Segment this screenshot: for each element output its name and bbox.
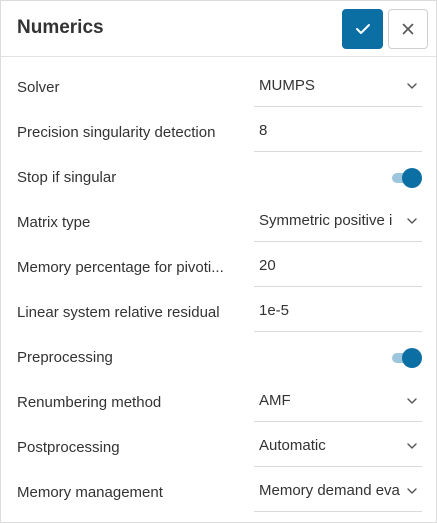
setting-row-solver: Solver MUMPS (1, 65, 436, 110)
field-value: Automatic (259, 437, 326, 454)
field-value: Memory demand eva (259, 482, 400, 499)
select-field[interactable]: Memory demand eva (254, 470, 422, 512)
setting-label: Solver (17, 79, 60, 96)
close-button[interactable] (388, 9, 428, 49)
field-value: Symmetric positive i (259, 212, 393, 229)
setting-row-memory-percentage-for-pivoti: Memory percentage for pivoti... 20 (1, 245, 436, 290)
field-value: 20 (259, 257, 276, 274)
setting-row-linear-system-relative-residual: Linear system relative residual 1e-5 (1, 290, 436, 335)
field-value: AMF (259, 392, 291, 409)
chevron-down-icon (407, 488, 417, 494)
panel-title: Numerics (17, 17, 104, 38)
setting-row-precision-singularity-detection: Precision singularity detection 8 (1, 110, 436, 155)
setting-row-memory-management: Memory management Memory demand eva (1, 470, 436, 515)
select-field[interactable]: AMF (254, 380, 422, 422)
setting-row-preprocessing: Preprocessing (1, 335, 436, 380)
setting-label: Stop if singular (17, 169, 117, 186)
chevron-down-icon (407, 83, 417, 89)
chevron-down-icon (407, 443, 417, 449)
toggle-knob (402, 348, 422, 368)
setting-row-stop-if-singular: Stop if singular (1, 155, 436, 200)
field-value: MUMPS (259, 77, 315, 94)
select-field[interactable]: MUMPS (254, 65, 422, 107)
setting-row-postprocessing: Postprocessing Automatic (1, 425, 436, 470)
setting-label: Postprocessing (17, 439, 120, 456)
confirm-button[interactable] (342, 9, 383, 49)
setting-label: Renumbering method (17, 394, 162, 411)
panel-header: Numerics (1, 1, 436, 57)
select-field[interactable]: Automatic (254, 425, 422, 467)
text-input[interactable]: 20 (254, 245, 422, 287)
chevron-down-icon (407, 398, 417, 404)
settings-list: Solver MUMPS Precision singularity detecti… (1, 65, 436, 515)
setting-label: Linear system relative residual (17, 304, 220, 321)
chevron-down-icon (407, 218, 417, 224)
toggle-switch[interactable] (392, 348, 422, 368)
setting-label: Matrix type (17, 214, 91, 231)
close-icon (402, 23, 414, 35)
setting-row-renumbering-method: Renumbering method AMF (1, 380, 436, 425)
setting-label: Memory management (17, 484, 163, 501)
setting-label: Memory percentage for pivoti... (17, 259, 224, 276)
field-value: 1e-5 (259, 302, 290, 319)
text-input[interactable]: 1e-5 (254, 290, 422, 332)
select-field[interactable]: Symmetric positive i (254, 200, 422, 242)
check-icon (355, 24, 370, 34)
setting-row-matrix-type: Matrix type Symmetric positive i (1, 200, 436, 245)
field-value: 8 (259, 122, 268, 139)
setting-label: Precision singularity detection (17, 124, 216, 141)
setting-label: Preprocessing (17, 349, 113, 366)
toggle-knob (402, 168, 422, 188)
toggle-switch[interactable] (392, 168, 422, 188)
text-input[interactable]: 8 (254, 110, 422, 152)
